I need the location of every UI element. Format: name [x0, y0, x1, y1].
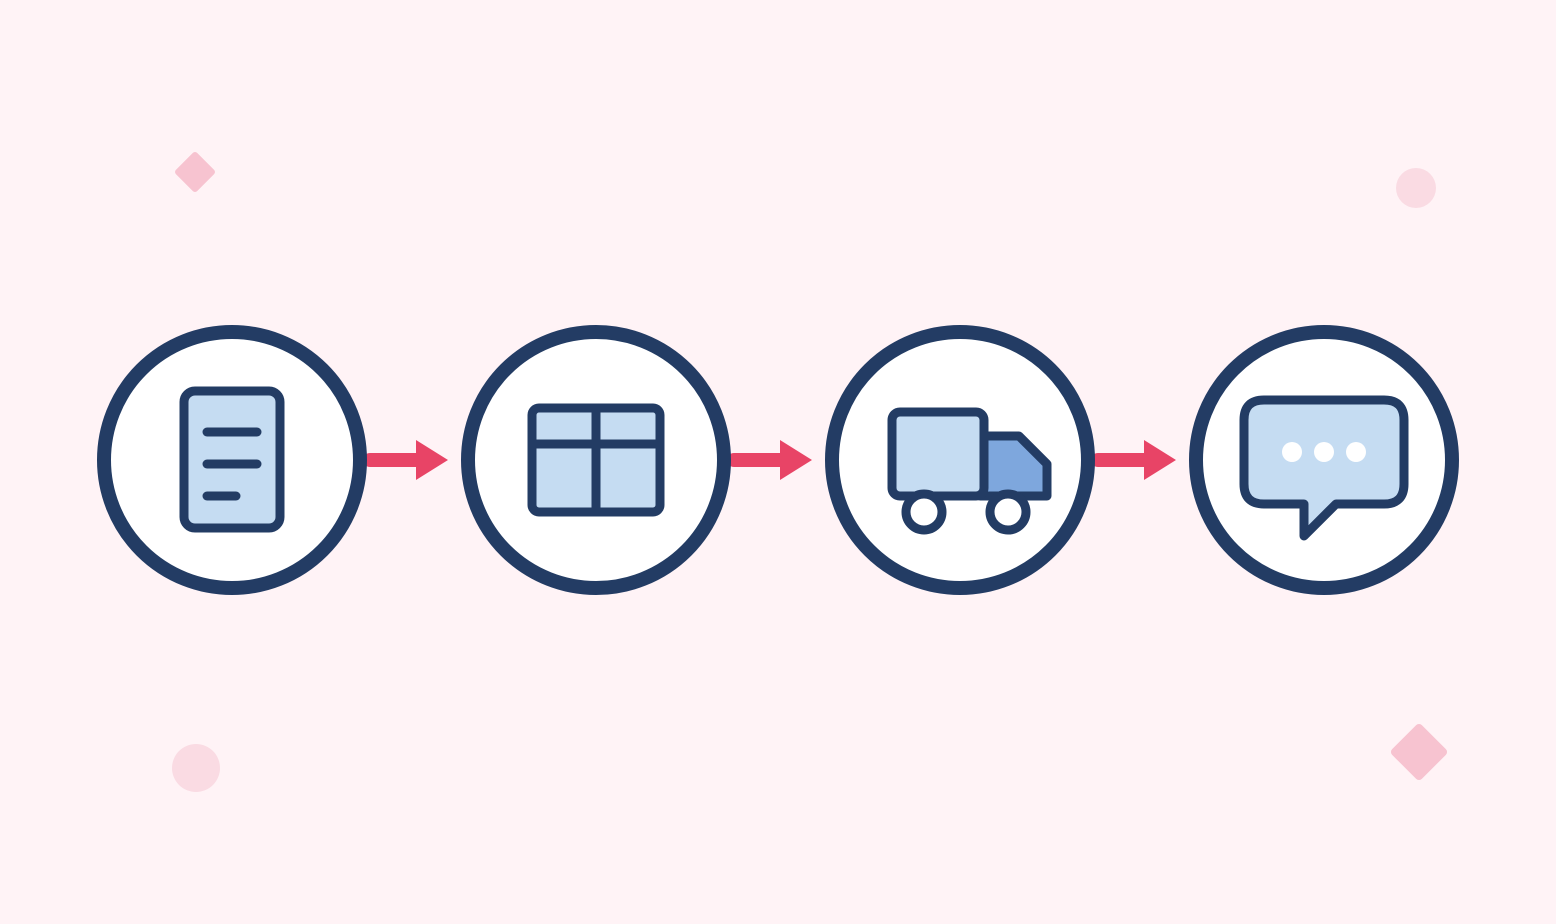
document-icon — [179, 386, 285, 533]
decor-diamond-top-left — [175, 152, 215, 192]
step-document — [97, 325, 367, 595]
chat-bubble-icon — [1239, 395, 1409, 541]
arrow-right-icon — [363, 440, 448, 480]
arrow-right-icon — [1091, 440, 1176, 480]
decor-dot-bottom-left — [172, 744, 220, 792]
step-delivery — [825, 325, 1095, 595]
arrow-right-icon — [727, 440, 812, 480]
decor-dot-top-right — [1396, 168, 1436, 208]
truck-icon — [887, 407, 1052, 535]
step-table — [461, 325, 731, 595]
table-icon — [527, 403, 665, 517]
step-message — [1189, 325, 1459, 595]
decor-diamond-bottom-right — [1390, 723, 1448, 781]
